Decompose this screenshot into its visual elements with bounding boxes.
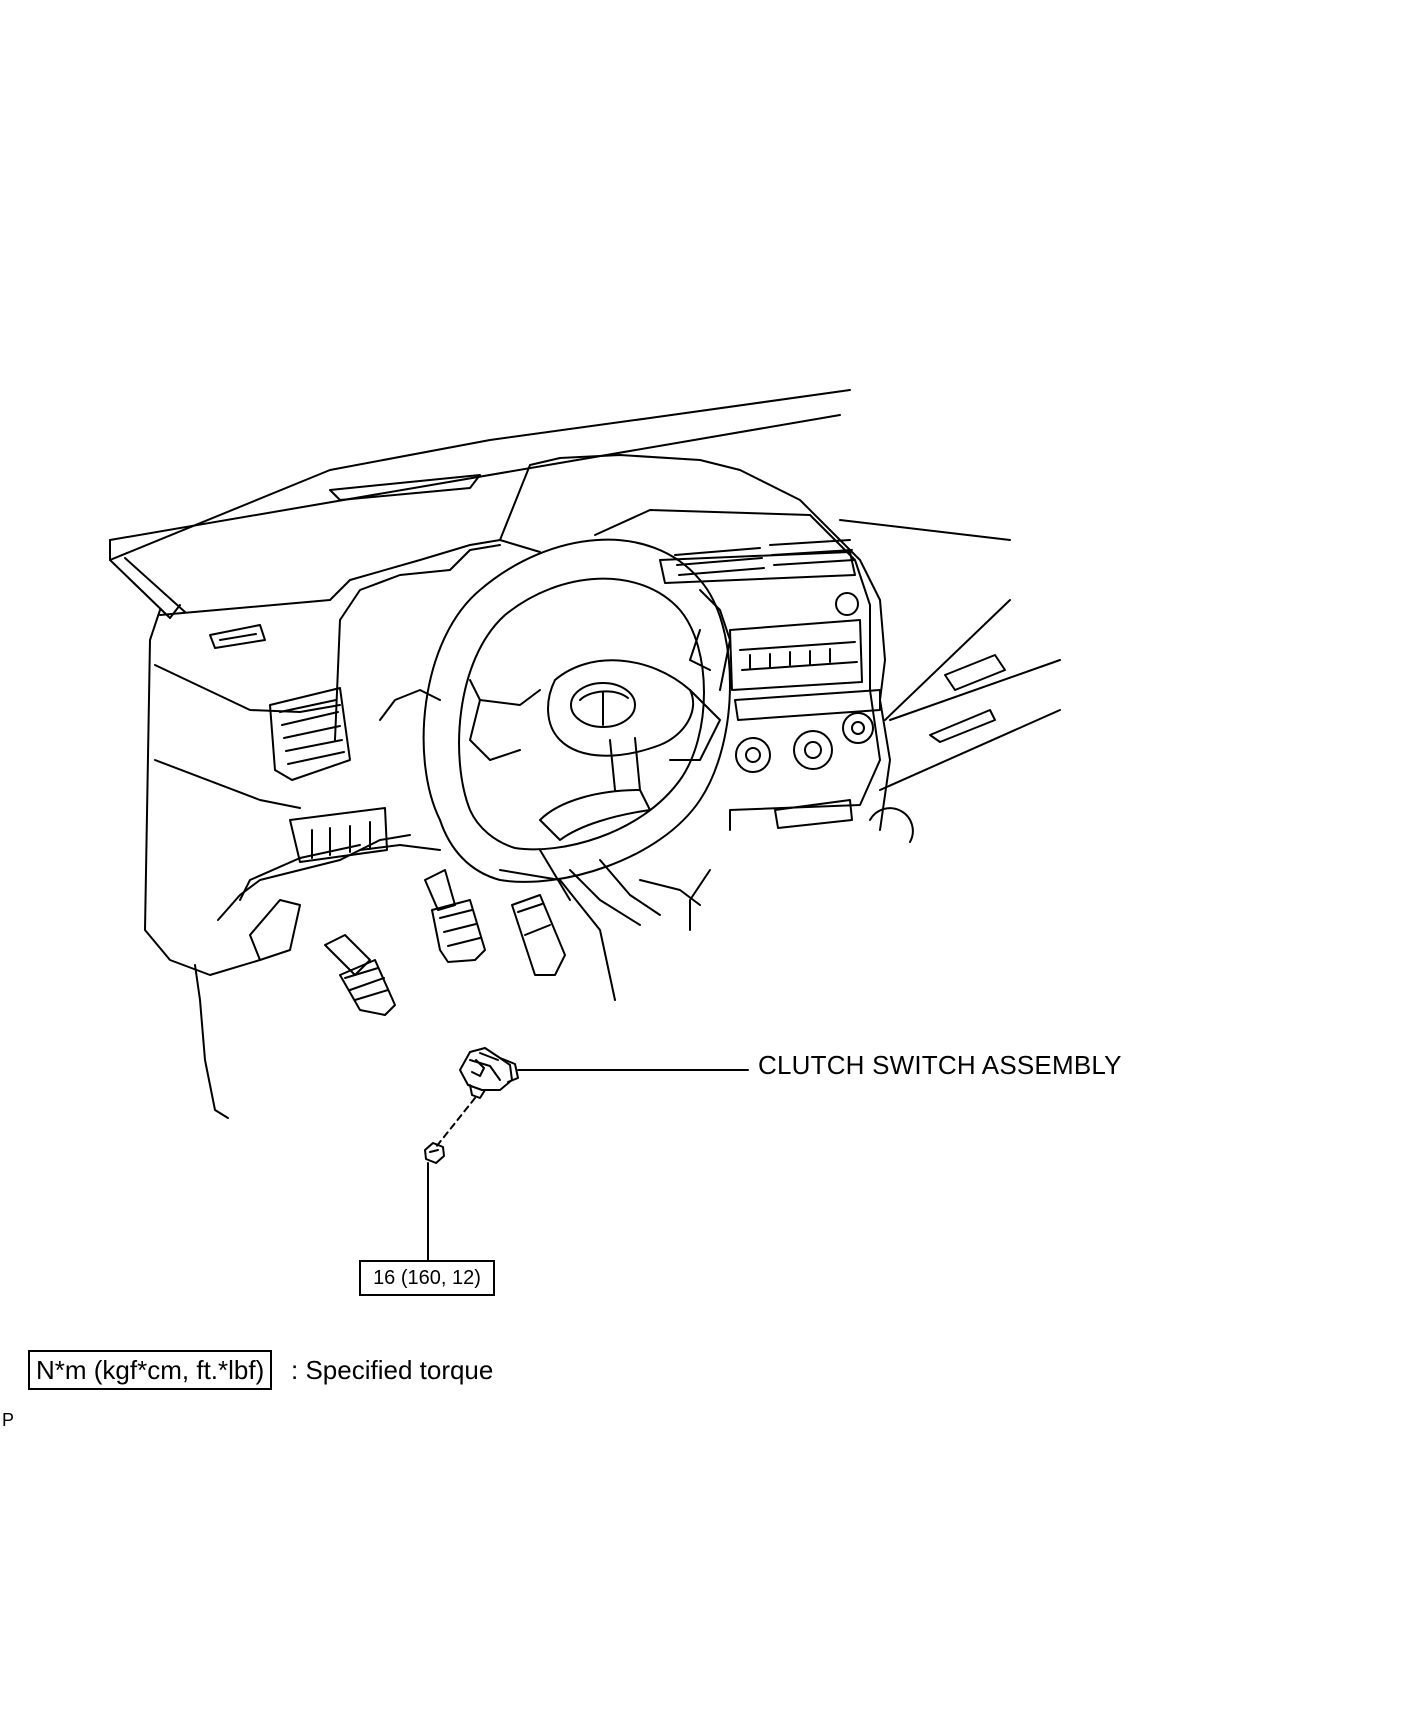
clutch-switch-icon — [460, 1048, 518, 1098]
pedal-area — [325, 845, 710, 1015]
legend-unit-box: N*m (kgf*cm, ft.*lbf) — [28, 1350, 273, 1390]
corner-mark: P — [2, 1410, 15, 1430]
torque-value-box: 16 (160, 12) — [359, 1260, 495, 1296]
dashboard-top — [110, 390, 850, 618]
part-callout-label: CLUTCH SWITCH ASSEMBLY — [758, 1050, 1122, 1080]
dashboard-body — [145, 455, 1060, 1118]
steering-wheel-icon — [424, 540, 730, 882]
legend-description: : Specified torque — [291, 1355, 494, 1385]
install-path-line — [436, 1098, 475, 1147]
nut-icon — [425, 1143, 444, 1163]
center-console — [595, 510, 880, 830]
instrument-hood — [335, 545, 730, 740]
